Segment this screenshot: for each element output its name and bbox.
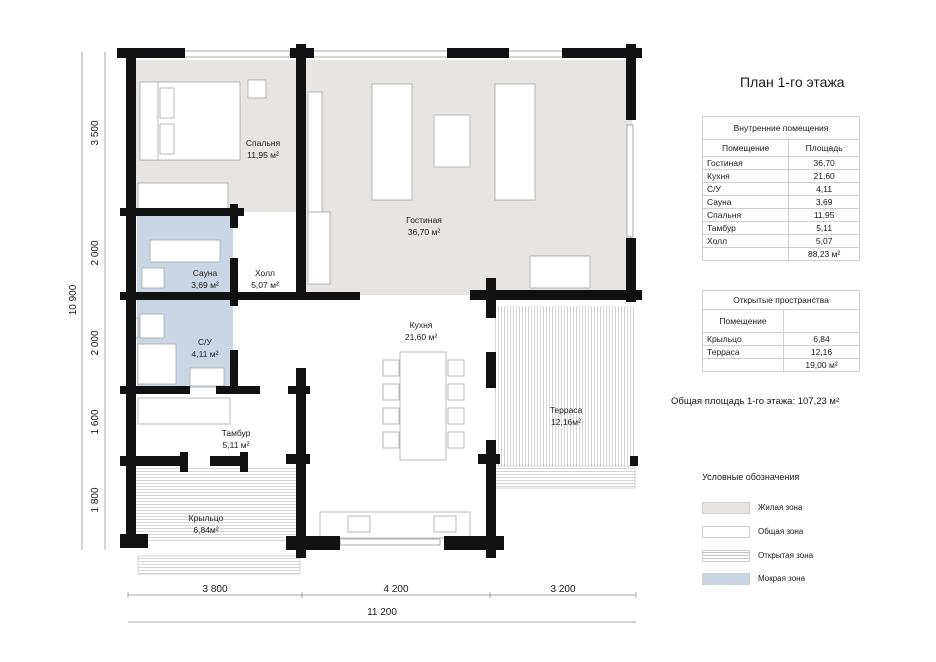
room-cell: Сауна	[701, 195, 790, 209]
room-area-label: 21,60 м²	[405, 332, 437, 342]
table-total-row: 88,23 м²	[701, 247, 860, 261]
area-cell: 6,84	[783, 332, 860, 346]
total-cell: 88,23 м²	[788, 247, 860, 261]
area-cell: 36,70	[788, 156, 860, 170]
dimension-label: 3 800	[202, 584, 227, 595]
room-cell: С/У	[701, 182, 790, 196]
area-cell: 11,95	[788, 208, 860, 222]
area-cell: 5,11	[788, 221, 860, 235]
room-area-label: 5,07 м²	[251, 280, 279, 290]
dimension-labels: 3 500 2 000 2 000 1 600 1 800 10 900 3 800 4 20…	[68, 120, 576, 618]
header-area-empty	[783, 309, 860, 333]
dimension-label: 1 800	[90, 487, 101, 512]
room-labels: Спальня 11,95 м² Гостиная 36,70 м² Сауна 3,69…	[189, 138, 583, 535]
room-area-label: 12,16м²	[551, 417, 581, 427]
room-area-label: 4,11 м²	[192, 349, 219, 359]
legend-label: Жилая зона	[758, 503, 803, 512]
dimension-total-label: 10 900	[68, 284, 79, 315]
room-name-label: С/У	[198, 337, 213, 347]
table-header-row: Помещение	[702, 309, 860, 333]
room-cell: Тамбур	[701, 221, 790, 235]
room-cell: Гостиная	[701, 156, 790, 170]
porch-step	[137, 555, 301, 575]
room-name-label: Сауна	[193, 268, 218, 278]
area-cell: 21,60	[788, 169, 860, 183]
header-room: Помещение	[702, 309, 784, 333]
table-header-row: Помещение Площадь	[701, 139, 860, 157]
total-cell: 19,00 м²	[783, 358, 860, 372]
table-total-row: 19,00 м²	[702, 358, 860, 372]
dimension-label: 2 000	[90, 240, 101, 265]
room-name-label: Холл	[255, 268, 275, 278]
room-cell: Холл	[701, 234, 790, 248]
dimension-label: 3 500	[90, 120, 101, 145]
area-cell: 5,07	[788, 234, 860, 248]
terrace-step	[494, 465, 636, 489]
room-area-label: 6,84м²	[193, 525, 218, 535]
dimension-total-label: 11 200	[367, 607, 397, 618]
room-name-label: Терраса	[550, 405, 583, 415]
room-name-label: Тамбур	[222, 428, 251, 438]
room-cell: Кухня	[701, 169, 790, 183]
room-cell: Терраса	[702, 345, 784, 359]
dimension-label: 1 600	[90, 409, 101, 434]
room-name-label: Спальня	[246, 138, 281, 148]
empty-cell	[701, 247, 790, 261]
room-name-label: Крыльцо	[189, 513, 224, 523]
dimension-label: 3 200	[550, 584, 575, 595]
room-area-label: 11,95 м²	[247, 150, 279, 160]
empty-cell	[702, 358, 784, 372]
total-area: Общая площадь 1-го этажа: 107,23 м²	[671, 396, 840, 407]
table-title: Открытые пространства	[702, 290, 860, 310]
table-title: Внутренние помещения	[702, 116, 860, 140]
legend-label: Общая зона	[758, 527, 804, 536]
furniture	[137, 79, 591, 539]
room-cell: Спальня	[701, 208, 790, 222]
dimension-label: 4 200	[383, 584, 408, 595]
dimension-lines	[81, 52, 637, 623]
terrace-zone	[495, 306, 635, 466]
legend-label: Мокрая зона	[758, 574, 806, 583]
indoor-rooms-table: Внутренние помещения Помещение Площадь Г…	[701, 116, 860, 261]
dimension-label: 2 000	[90, 330, 101, 355]
room-name-label: Кухня	[410, 320, 433, 330]
legend-swatch	[702, 502, 750, 514]
legend-title: Условные обозначения	[702, 472, 800, 482]
area-cell: 3,69	[788, 195, 860, 209]
plan-title: План 1-го этажа	[740, 74, 845, 90]
walls	[117, 44, 642, 558]
legend-swatch	[702, 550, 750, 562]
table-title-row: Открытые пространства	[702, 290, 860, 310]
legend-swatch	[702, 526, 750, 538]
room-cell: Крыльцо	[702, 332, 784, 346]
legend-label: Открытая зона	[758, 551, 814, 560]
room-area-label: 5,11 м²	[223, 440, 250, 450]
porch-zone	[128, 468, 298, 543]
room-area-label: 3,69 м²	[191, 280, 219, 290]
table-title-row: Внутренние помещения	[702, 116, 860, 140]
area-cell: 12,16	[783, 345, 860, 359]
header-room: Помещение	[701, 139, 790, 157]
area-cell: 4,11	[788, 182, 860, 196]
legend-swatch	[702, 573, 750, 585]
room-area-label: 36,70 м²	[408, 227, 440, 237]
header-area: Площадь	[788, 139, 860, 157]
room-name-label: Гостиная	[406, 215, 442, 225]
